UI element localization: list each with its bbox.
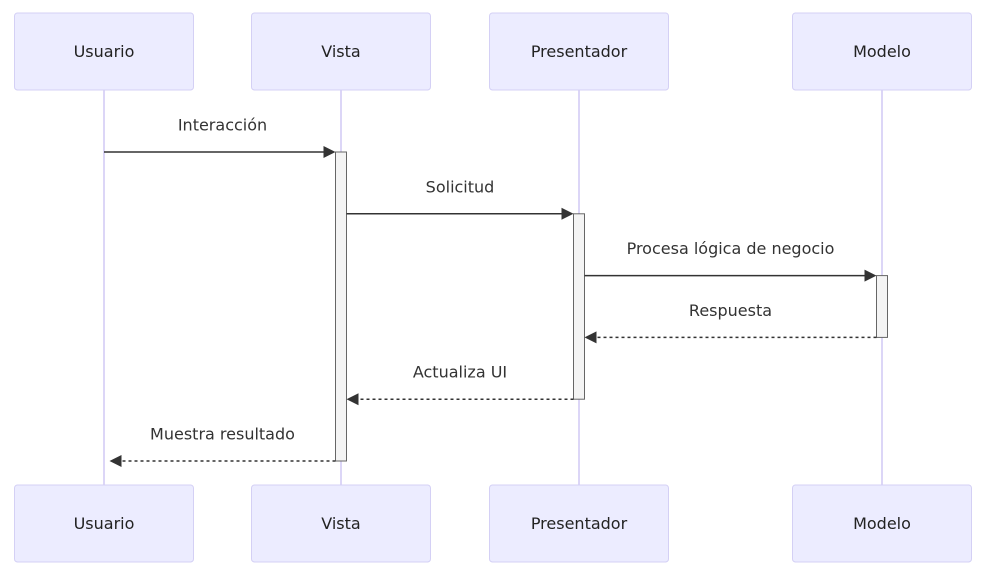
activation-modelo [876,275,888,338]
message-5: Muestra resultado [109,425,336,467]
actor-box[interactable] [251,12,431,91]
actor-box[interactable] [251,484,431,563]
activations [335,151,888,462]
actor-box[interactable] [489,12,669,91]
arrowhead-icon [323,146,336,158]
message-label: Actualiza UI [413,363,507,382]
actor-label: Usuario [74,514,135,533]
actors-bottom: Usuario Vista Presentador Modelo [14,484,972,563]
message-1: Solicitud [346,177,574,220]
actors-top: Usuario Vista Presentador Modelo [14,12,972,91]
message-label: Muestra resultado [150,425,295,444]
actor-modelo-bottom[interactable]: Modelo [792,484,972,563]
actor-presentador-top[interactable]: Presentador [489,12,669,91]
actor-vista-top[interactable]: Vista [251,12,431,91]
arrowhead-icon [561,207,574,220]
message-4: Actualiza UI [346,363,574,406]
actor-vista-bottom[interactable]: Vista [251,484,431,563]
actor-label: Usuario [74,42,135,61]
actor-label: Presentador [531,42,628,61]
actor-box[interactable] [489,484,669,563]
actor-presentador-bottom[interactable]: Presentador [489,484,669,563]
message-0: Interacción [104,116,336,158]
message-label: Respuesta [689,301,772,320]
actor-usuario-top[interactable]: Usuario [14,12,194,91]
arrowhead-icon [109,455,122,467]
message-3: Respuesta [584,301,877,344]
message-2: Procesa lógica de negocio [584,239,877,282]
actor-modelo-top[interactable]: Modelo [792,12,972,91]
arrowhead-icon [584,331,597,344]
arrowhead-icon [346,393,359,406]
actor-label: Vista [321,42,360,61]
activation-vista [335,151,347,462]
actor-box[interactable] [792,484,972,563]
actor-box[interactable] [14,12,194,91]
actor-label: Modelo [853,514,911,533]
message-label: Procesa lógica de negocio [627,239,835,258]
actor-label: Modelo [853,42,911,61]
actor-label: Presentador [531,514,628,533]
message-label: Interacción [178,116,267,135]
message-label: Solicitud [426,177,495,196]
actor-usuario-bottom[interactable]: Usuario [14,484,194,563]
arrowhead-icon [864,269,877,282]
actor-box[interactable] [792,12,972,91]
actor-label: Vista [321,514,360,533]
activation-presentador [573,213,585,400]
actor-box[interactable] [14,484,194,563]
